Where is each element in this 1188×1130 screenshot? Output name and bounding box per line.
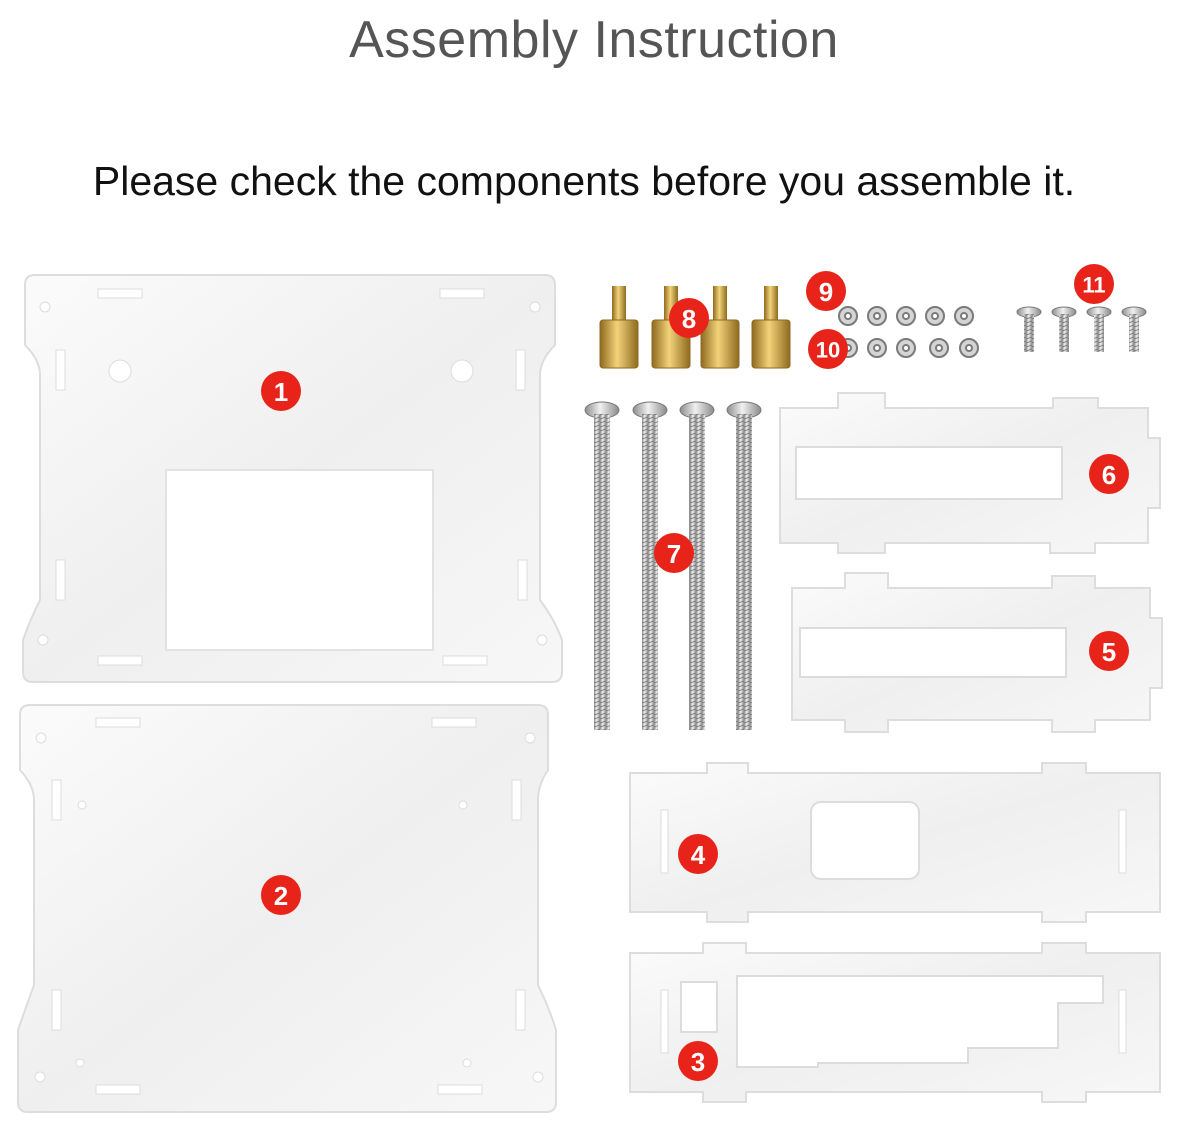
- badge-2: 2: [261, 875, 301, 915]
- end-panel-3: [629, 942, 1161, 1103]
- badge-1-label: 1: [274, 377, 288, 407]
- badge-1: 1: [261, 371, 301, 411]
- badge-2-label: 2: [274, 881, 288, 911]
- brass-standoffs-8: [599, 286, 791, 369]
- badge-9-label: 9: [819, 277, 833, 307]
- side-panel-6: [779, 392, 1161, 554]
- badge-5-label: 5: [1102, 637, 1116, 667]
- badge-4: 4: [678, 834, 718, 874]
- nuts-9-10: [838, 306, 979, 358]
- badge-5: 5: [1089, 631, 1129, 671]
- badge-4-label: 4: [691, 840, 706, 870]
- badge-3: 3: [678, 1041, 718, 1081]
- badge-8-label: 8: [682, 304, 696, 334]
- side-panel-5: [791, 572, 1163, 733]
- badge-11: 11: [1074, 264, 1114, 304]
- badge-6: 6: [1089, 454, 1129, 494]
- badge-8: 8: [669, 298, 709, 338]
- page-title: Assembly Instruction: [349, 11, 839, 69]
- badge-11-label: 11: [1082, 273, 1105, 298]
- badge-7-label: 7: [667, 539, 681, 569]
- long-screws-7: [584, 401, 762, 730]
- page-subtitle: Please check the components before you a…: [92, 158, 1076, 204]
- badge-10-label: 10: [816, 338, 840, 363]
- badge-6-label: 6: [1102, 460, 1116, 490]
- badge-3-label: 3: [691, 1047, 705, 1077]
- badge-10: 10: [808, 329, 848, 369]
- badge-9: 9: [806, 271, 846, 311]
- badge-7: 7: [654, 533, 694, 573]
- plate-1: [22, 274, 563, 683]
- end-panel-4: [629, 762, 1161, 923]
- short-screws-11: [1016, 306, 1147, 352]
